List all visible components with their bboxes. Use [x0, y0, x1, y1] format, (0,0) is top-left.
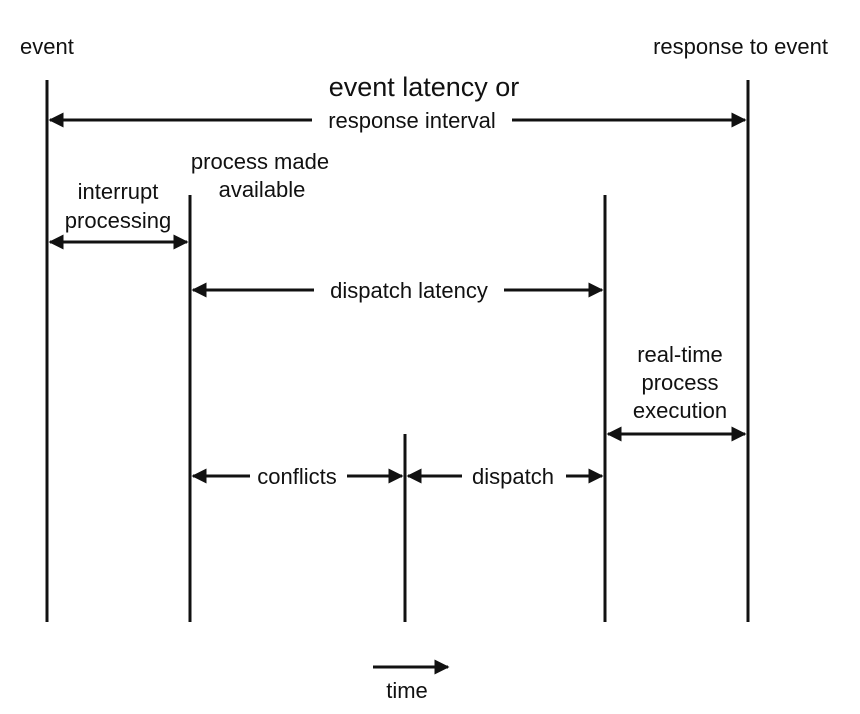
response-label: response to event: [653, 34, 828, 59]
event-latency-title: event latency or: [329, 72, 520, 102]
realtime-execution-label-3: execution: [633, 398, 727, 423]
realtime-execution-label-1: real-time: [637, 342, 723, 367]
event-label: event: [20, 34, 74, 59]
realtime-execution-label-2: process: [641, 370, 718, 395]
process-made-available-label-1: process made: [191, 149, 329, 174]
interrupt-processing-label-2: processing: [65, 208, 171, 233]
dispatch-latency-label: dispatch latency: [330, 278, 488, 303]
conflicts-label: conflicts: [257, 464, 336, 489]
response-interval-label: response interval: [328, 108, 496, 133]
dispatch-label: dispatch: [472, 464, 554, 489]
interrupt-processing-label-1: interrupt: [78, 179, 159, 204]
time-label: time: [386, 678, 428, 703]
process-made-available-label-2: available: [219, 177, 306, 202]
